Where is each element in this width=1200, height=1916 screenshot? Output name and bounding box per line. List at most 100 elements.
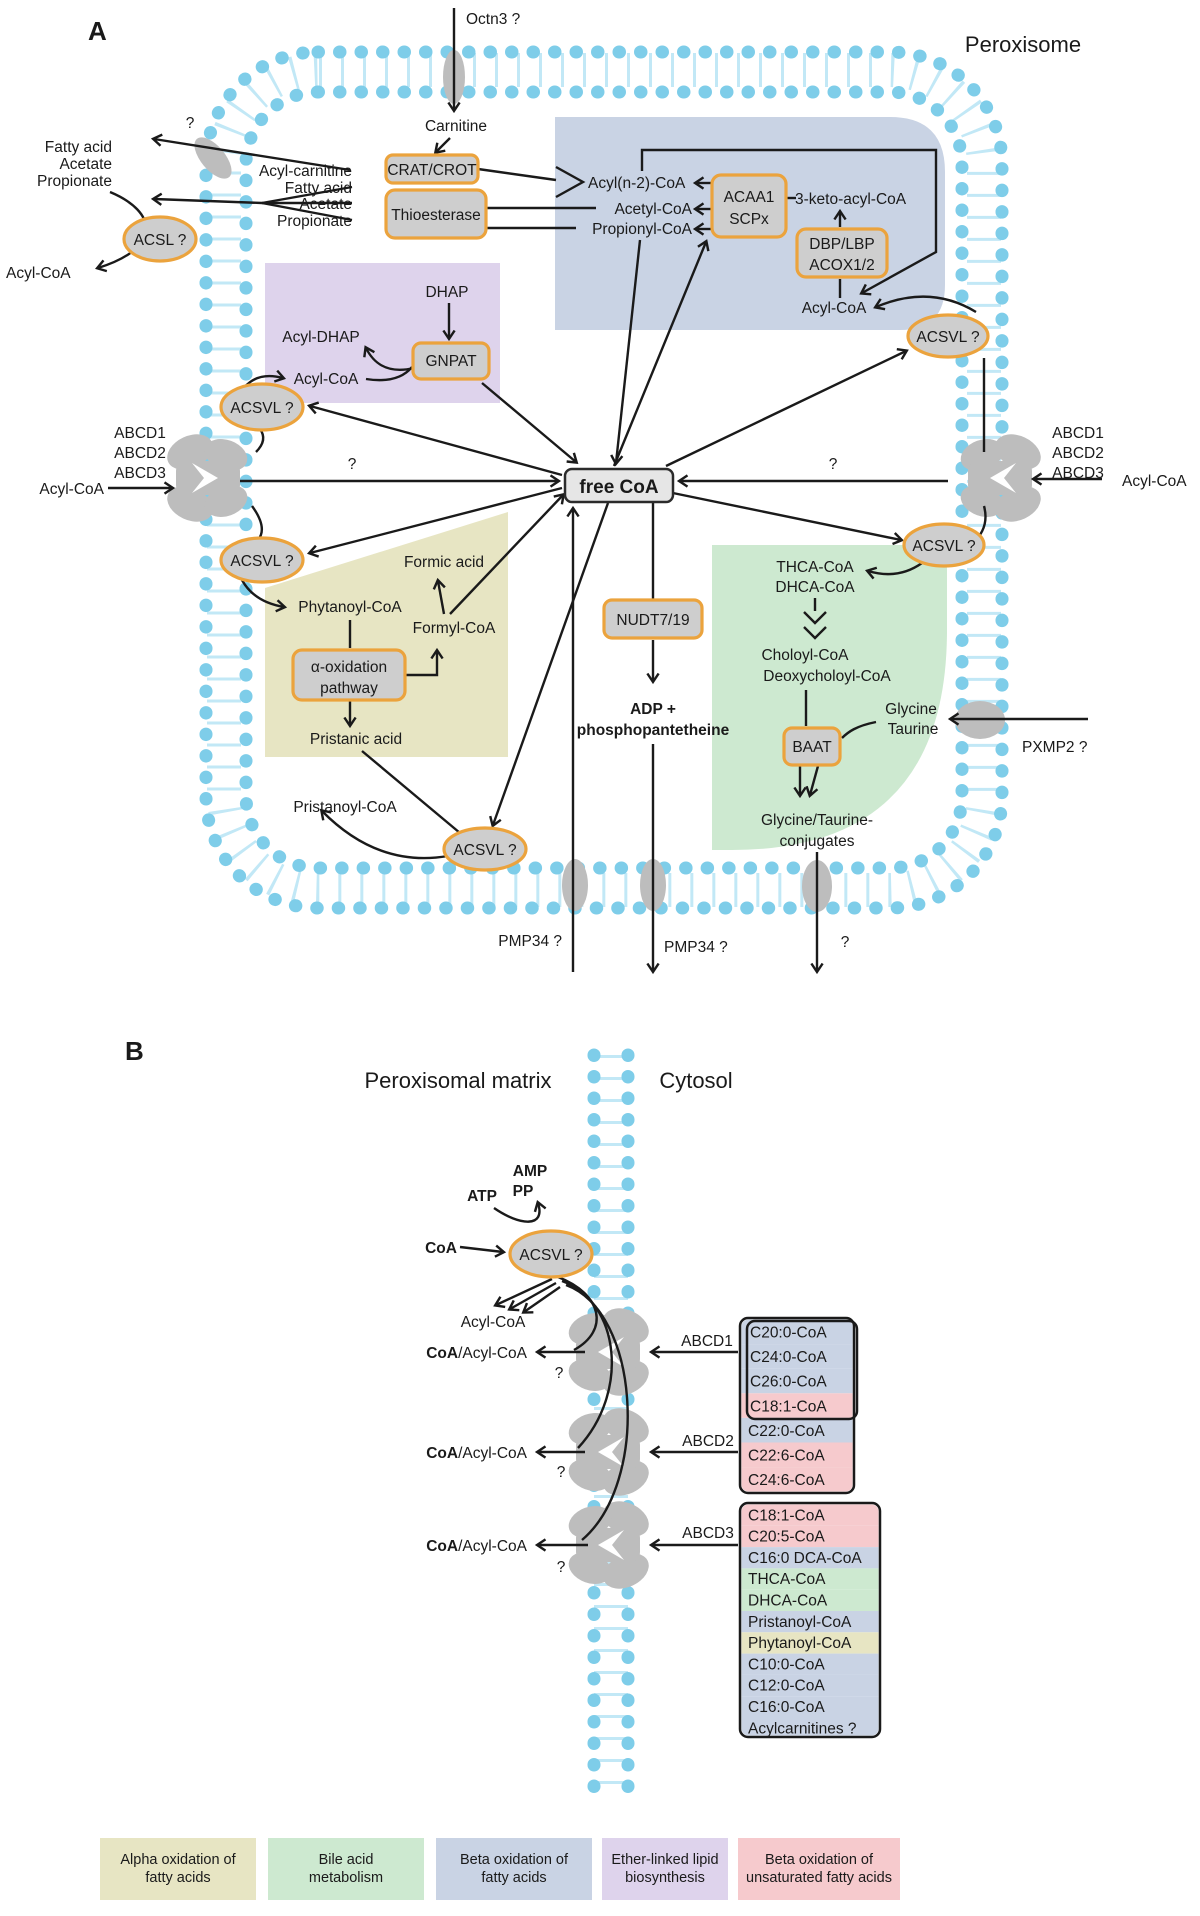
diagram-shape <box>873 295 977 314</box>
diagram-shape <box>192 463 218 493</box>
label-alpha-pathway: pathway <box>320 680 378 697</box>
panel-a: A Peroxisome Octn3 ? Carnitine ? Fatty a… <box>6 8 1187 975</box>
substrate-label: C20:0-CoA <box>750 1325 827 1342</box>
substrate-row <box>741 1674 879 1697</box>
label-free-coa: free CoA <box>579 477 658 498</box>
label-conjugates-1: Glycine/Taurine- <box>761 812 873 829</box>
label-acetate-in: Acetate <box>299 196 352 213</box>
label-peroxisomal-matrix: Peroxisomal matrix <box>364 1068 551 1093</box>
unknown-carnitine-transporter <box>194 137 232 179</box>
label-pmp34-left: PMP34 ? <box>498 933 562 950</box>
diagram-shape: CoA <box>426 1538 458 1555</box>
label-cytosol: Cytosol <box>659 1068 732 1093</box>
substrate-label: C22:0-CoA <box>748 1423 825 1440</box>
panel-b-arrows <box>459 1200 738 1552</box>
label-question-topleft: ? <box>186 115 195 132</box>
acsvl-ellipse-panel-b <box>508 1229 594 1279</box>
panel-a-arrows <box>95 8 1102 975</box>
label-acyl-coa-purple: Acyl-CoA <box>294 371 359 388</box>
label-crat-crot: CRAT/CROT <box>387 162 477 179</box>
legend-label: Bile acid <box>319 1852 374 1868</box>
label-propionate-out: Propionate <box>37 173 112 190</box>
label-thca-coa: THCA-CoA <box>776 559 854 576</box>
diagram-shape <box>603 1408 649 1444</box>
label-acox: ACOX1/2 <box>809 257 874 274</box>
legend-label: metabolism <box>309 1870 383 1886</box>
label-abcd3-left: ABCD3 <box>114 465 166 482</box>
diagram-shape <box>521 1286 561 1314</box>
diagram-shape <box>150 192 263 206</box>
label-question-bottom: ? <box>841 934 850 951</box>
legend-swatch <box>436 1838 592 1900</box>
diagram-shape <box>665 347 909 468</box>
panel-a-letter: A <box>88 16 107 46</box>
diagram-shape <box>990 463 1016 493</box>
label-formic-acid: Formic acid <box>404 554 484 571</box>
diagram-shape <box>603 1553 649 1589</box>
label-dbp-lbp: DBP/LBP <box>809 236 874 253</box>
diagram-shape <box>167 486 213 522</box>
acsl-ellipse <box>122 215 198 263</box>
substrate-label: C12:0-CoA <box>748 1678 825 1695</box>
diagram-shape <box>493 1277 553 1309</box>
substrate-label: C18:1-CoA <box>750 1398 827 1415</box>
acsvl-ellipse-bottom <box>442 826 528 872</box>
label-abcd1-b: ABCD1 <box>681 1333 733 1350</box>
label-pxmp2: PXMP2 ? <box>1022 739 1088 756</box>
dbp-acox-box <box>795 227 889 279</box>
label-alpha-oxidation: α-oxidation <box>311 659 387 676</box>
substrate-row <box>741 1467 853 1492</box>
legend-label: Beta oxidation of <box>460 1852 569 1868</box>
legend-swatch <box>268 1838 424 1900</box>
substrate-label: Pristanoyl-CoA <box>748 1614 852 1631</box>
diagram-shape <box>240 579 288 613</box>
legend-swatch <box>100 1838 256 1900</box>
acaa1-scpx-box <box>710 173 788 239</box>
label-abcd2-right: ABCD2 <box>1052 445 1104 462</box>
label-deoxycholoyl-coa: Deoxycholoyl-CoA <box>763 668 891 685</box>
label-abcd2-b: ABCD2 <box>682 1433 734 1450</box>
diagram-shape <box>603 1360 649 1396</box>
diagram-shape <box>365 366 413 382</box>
legend-label: biosynthesis <box>625 1870 705 1886</box>
label-pmp34-right: PMP34 ? <box>664 939 728 956</box>
diagram-shape <box>449 492 566 615</box>
label-acsvl-left-low: ACSVL ? <box>230 553 294 570</box>
substrate-row <box>741 1653 879 1675</box>
legend-swatch <box>738 1838 900 1900</box>
label-abcd1-right: ABCD1 <box>1052 425 1104 442</box>
label-coa-acyl-coa-3: CoA/Acyl-CoA <box>426 1538 527 1555</box>
legend-label: fatty acids <box>481 1870 546 1886</box>
abcd2-transporter <box>568 1408 649 1496</box>
diagram-shape <box>319 808 449 860</box>
diagram-shape <box>598 1437 624 1467</box>
label-acetyl-coa: Acetyl-CoA <box>614 201 692 218</box>
label-phosphopantetheine: phosphopantetheine <box>577 722 730 739</box>
substrate-row <box>741 1319 853 1345</box>
diagram-shape <box>803 611 827 625</box>
label-pp: PP <box>513 1183 534 1200</box>
label-acyl-coa-b: Acyl-CoA <box>461 1314 526 1331</box>
legend-label: unsaturated fatty acids <box>746 1870 892 1886</box>
label-acyl-coa-right: Acyl-CoA <box>1122 473 1187 490</box>
label-phytanoyl-coa: Phytanoyl-CoA <box>298 599 402 616</box>
label-glycine: Glycine <box>885 701 937 718</box>
acsvl-ellipse-right-up <box>906 313 990 359</box>
label-3-keto-acyl-coa: 3-keto-acyl-CoA <box>795 191 907 208</box>
label-choloyl-coa: Choloyl-CoA <box>761 647 849 664</box>
substrate-label: C22:6-CoA <box>748 1448 825 1465</box>
panel-a-labels: A Peroxisome Octn3 ? Carnitine ? Fatty a… <box>6 11 1187 956</box>
diagram-shape <box>481 382 579 465</box>
legend-item-ether-lipid: Ether-linked lipid biosynthesis <box>602 1838 728 1900</box>
legend-label: Alpha oxidation of <box>120 1852 236 1868</box>
label-acsvl-right-mid: ACSVL ? <box>912 538 976 555</box>
diagram-shape <box>261 201 353 222</box>
diagram-shape <box>603 1501 649 1537</box>
diagram-shape: /Acyl-CoA <box>458 1445 528 1462</box>
label-acyl-coa-out-left: Acyl-CoA <box>6 265 71 282</box>
diagram-shape: /Acyl-CoA <box>458 1538 528 1555</box>
label-abcd3-b: ABCD3 <box>682 1525 734 1542</box>
substrate-row <box>741 1568 879 1590</box>
substrate-label: C24:6-CoA <box>748 1472 825 1489</box>
